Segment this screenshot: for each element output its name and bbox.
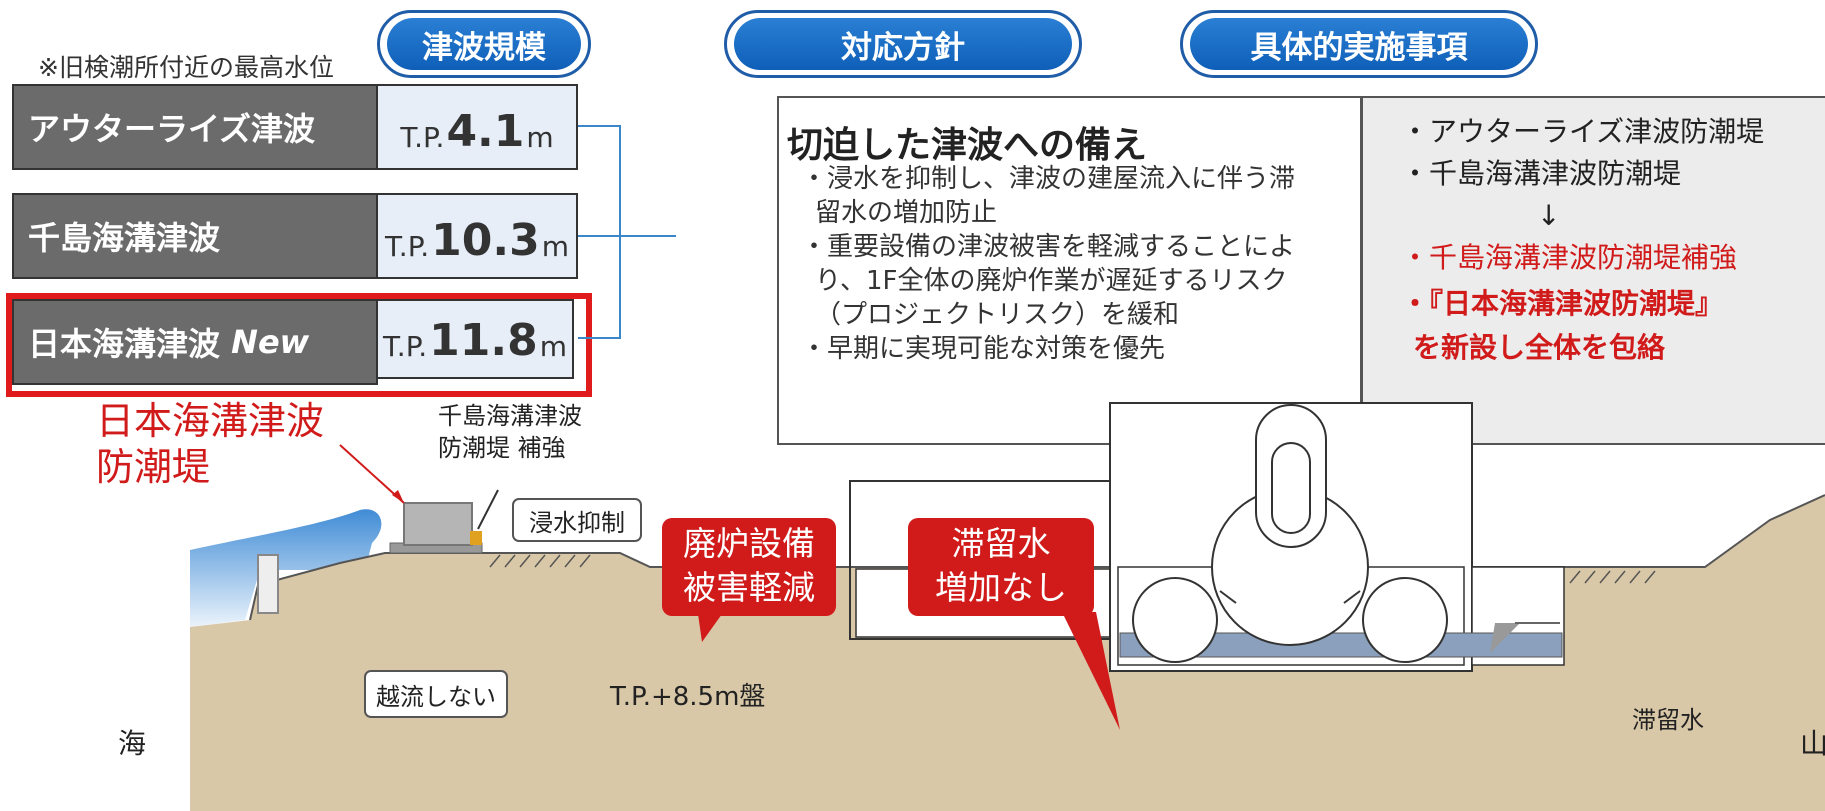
nihon-wall-label: 日本海溝津波 防潮堤 <box>96 399 325 489</box>
header-scale-title: 津波規模 <box>387 18 581 70</box>
containment-vessel <box>1132 404 1448 663</box>
arrow-head <box>392 490 404 503</box>
policy-heading: 切迫した津波への備え <box>787 125 1148 166</box>
equipment-callout: 廃炉設備 被害軽減 <box>662 518 836 616</box>
new-tag: New <box>231 323 310 361</box>
water-callout-tail <box>1062 612 1120 730</box>
stagnant-label: 滞留水 <box>1632 706 1704 734</box>
arrow-to-reinforcement <box>477 489 499 530</box>
note-text: ※旧検潮所付近の最高水位 <box>38 53 334 82</box>
policy-item: ・浸水を抑制し、津波の建屋流入に伴う滞 留水の増加防止 <box>801 164 1296 228</box>
ground-surface-line <box>249 494 1825 621</box>
policy-item: ・重要設備の津波被害を軽減することによ り、1F全体の廃炉作業が遅延するリスク … <box>801 232 1296 330</box>
equipment-callout-tail <box>698 614 722 642</box>
policy-box: 切迫した津波への備え ・浸水を抑制し、津波の建屋流入に伴う滞 留水の増加防止 ・… <box>777 96 1362 445</box>
water-callout: 滞留水 増加なし <box>908 518 1094 616</box>
chishima-reinforcement <box>470 531 482 545</box>
nihon-seawall <box>403 502 473 546</box>
sea-label: 海 <box>118 727 147 760</box>
sea-water <box>190 509 382 627</box>
implementation-item: を新設し全体を包絡 <box>1413 331 1666 364</box>
header-policy-pill: 対応方針 <box>724 10 1082 78</box>
tsunami-name: 日本海溝津波 New <box>12 299 378 385</box>
policy-item: ・早期に実現可能な対策を優先 <box>801 334 1166 364</box>
header-scale-pill: 津波規模 <box>377 10 591 78</box>
tsunami-name: 千島海溝津波 <box>12 193 378 279</box>
highlight-frame <box>6 293 592 397</box>
header-policy-title: 対応方針 <box>734 18 1072 70</box>
implementation-box: ・アウターライズ津波防潮堤・千島海溝津波防潮堤 ↓ ・千島海溝津波防潮堤補強・『日本… <box>1361 96 1825 445</box>
arrow-to-wall <box>339 444 405 504</box>
implementation-item: ↓ <box>1537 199 1561 232</box>
ground-label: T.P.+8.5m盤 <box>610 682 766 712</box>
existing-wall <box>257 554 279 614</box>
tsunami-name: アウターライズ津波 <box>12 84 378 170</box>
implementation-item: ・アウターライズ津波防潮堤 <box>1401 115 1765 148</box>
inundation-label: 浸水抑制 <box>512 498 642 542</box>
header-impl-pill: 具体的実施事項 <box>1180 10 1538 78</box>
cross-section-diagram <box>190 402 1825 811</box>
implementation-item: ・千島海溝津波防潮堤 <box>1401 157 1682 190</box>
implementation-item: ・千島海溝津波防潮堤補強 <box>1401 241 1738 274</box>
stagnant-pointer <box>1490 623 1520 653</box>
header-impl-title: 具体的実施事項 <box>1190 18 1528 70</box>
chishima-label: 千島海溝津波 防潮堤 補強 <box>438 402 582 462</box>
mountain-label: 山 <box>1800 727 1825 760</box>
implementation-item: ・『日本海溝津波防潮堤』 <box>1401 287 1724 320</box>
bracket-connector <box>578 125 676 339</box>
ground-hatching <box>489 554 1656 584</box>
no-overflow-label: 越流しない <box>364 670 508 718</box>
